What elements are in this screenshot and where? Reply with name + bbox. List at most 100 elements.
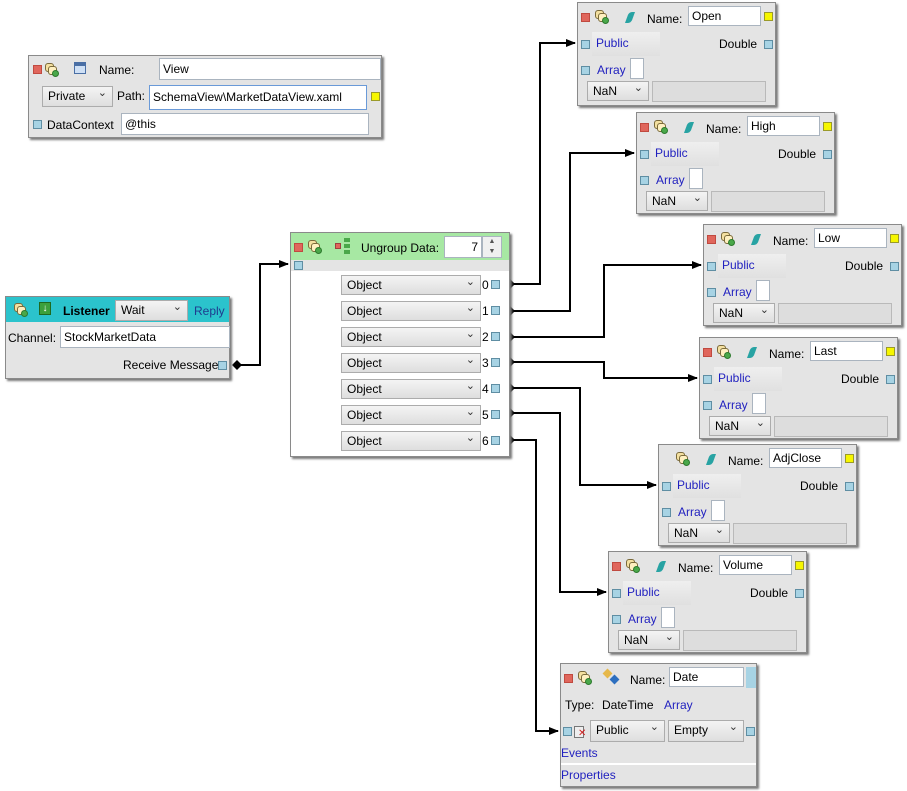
field-output-marker[interactable]: [886, 347, 895, 356]
default-value-box[interactable]: [733, 523, 847, 544]
array-port[interactable]: [662, 508, 671, 517]
ungroup-count-input[interactable]: 7: [444, 236, 482, 258]
field-output-marker[interactable]: [823, 122, 832, 131]
field-node-open[interactable]: Name: Open Public Double Array NaN: [577, 2, 776, 106]
field-node-adjclose[interactable]: Name: AdjClose Public Double Array NaN: [658, 444, 857, 546]
field-input-port[interactable]: [612, 589, 621, 598]
ungroup-node[interactable]: Ungroup Data: 7 ▲▼ Object 0 Object 1 Obj…: [290, 232, 510, 457]
array-link[interactable]: Array: [628, 612, 657, 626]
output-port-5[interactable]: [491, 410, 500, 419]
listener-mode-combo[interactable]: Wait: [115, 298, 188, 321]
default-value-combo[interactable]: NaN: [587, 79, 649, 101]
default-value-box[interactable]: [683, 630, 797, 651]
access-button[interactable]: Public: [651, 142, 719, 166]
output-type-combo-4[interactable]: Object: [341, 377, 481, 399]
field-type-port[interactable]: [764, 40, 773, 49]
default-value-box[interactable]: [652, 81, 766, 102]
default-value-box[interactable]: [778, 303, 892, 324]
count-spinner[interactable]: ▲▼: [482, 236, 502, 258]
field-name-input[interactable]: Open: [688, 6, 761, 26]
field-node-date[interactable]: Name: Date Type: DateTime Array ✕ Public…: [560, 663, 757, 787]
array-port[interactable]: [612, 615, 621, 624]
field-node-volume[interactable]: Name: Volume Public Double Array NaN: [608, 551, 807, 653]
field-output-marker[interactable]: [890, 234, 899, 243]
default-value-combo[interactable]: NaN: [713, 301, 775, 323]
datacontext-port[interactable]: [33, 120, 42, 129]
output-type-combo-1[interactable]: Object: [341, 299, 481, 321]
output-port-6[interactable]: [491, 436, 500, 445]
access-button[interactable]: Public: [592, 32, 660, 56]
field-type-port[interactable]: [886, 375, 895, 384]
field-type-port[interactable]: [795, 589, 804, 598]
array-link[interactable]: Array: [719, 398, 748, 412]
array-link[interactable]: Array: [656, 173, 685, 187]
default-value-combo[interactable]: NaN: [618, 628, 680, 650]
array-size-box[interactable]: [711, 500, 725, 521]
access-combo[interactable]: Public: [590, 718, 665, 742]
access-button[interactable]: Public: [718, 254, 786, 278]
close-icon[interactable]: [33, 65, 42, 74]
field-output-marker[interactable]: [764, 12, 773, 21]
datacontext-input[interactable]: @this: [121, 113, 369, 135]
field-output-port[interactable]: [746, 727, 755, 736]
field-output-marker[interactable]: [845, 454, 854, 463]
view-access-combo[interactable]: Private: [42, 84, 113, 107]
field-name-input[interactable]: Last: [810, 341, 883, 361]
close-icon[interactable]: [612, 562, 621, 571]
properties-link[interactable]: Properties: [561, 768, 616, 782]
field-name-input[interactable]: Volume: [719, 555, 792, 575]
output-port-4[interactable]: [491, 384, 500, 393]
field-name-input[interactable]: Low: [814, 228, 887, 248]
array-size-box[interactable]: [752, 393, 766, 414]
listener-reply-link[interactable]: Reply: [194, 304, 225, 318]
close-icon[interactable]: [581, 13, 590, 22]
field-input-port[interactable]: [662, 482, 671, 491]
array-link[interactable]: Array: [723, 285, 752, 299]
output-type-combo-6[interactable]: Object: [341, 429, 481, 451]
type-value[interactable]: DateTime: [602, 698, 654, 712]
field-node-high[interactable]: Name: High Public Double Array NaN: [636, 112, 835, 214]
array-size-box[interactable]: [756, 280, 770, 301]
array-link[interactable]: Array: [664, 698, 693, 712]
array-link[interactable]: Array: [678, 505, 707, 519]
field-input-port[interactable]: [707, 262, 716, 271]
default-value-combo[interactable]: NaN: [668, 521, 730, 543]
array-size-box[interactable]: [689, 168, 703, 189]
array-port[interactable]: [581, 66, 590, 75]
view-output-marker[interactable]: [371, 92, 380, 101]
ungroup-input-port[interactable]: [294, 261, 303, 270]
array-size-box[interactable]: [630, 58, 644, 79]
field-type-port[interactable]: [845, 482, 854, 491]
listener-node[interactable]: ↓ Listener Wait Reply Channel: StockMark…: [5, 296, 230, 379]
default-value-combo[interactable]: NaN: [646, 189, 708, 211]
array-port[interactable]: [640, 176, 649, 185]
view-path-input[interactable]: SchemaView\MarketDataView.xaml: [149, 85, 367, 110]
output-type-combo-0[interactable]: Object: [341, 273, 481, 295]
field-name-input[interactable]: AdjClose: [769, 448, 842, 468]
output-port-2[interactable]: [491, 332, 500, 341]
array-port[interactable]: [703, 401, 712, 410]
field-input-port[interactable]: [703, 375, 712, 384]
access-button[interactable]: Public: [623, 581, 691, 605]
output-type-combo-3[interactable]: Object: [341, 351, 481, 373]
events-link[interactable]: Events: [561, 746, 598, 760]
default-value-box[interactable]: [711, 191, 825, 212]
array-port[interactable]: [707, 288, 716, 297]
close-icon[interactable]: [564, 674, 573, 683]
field-node-last[interactable]: Name: Last Public Double Array NaN: [699, 337, 898, 439]
output-type-combo-2[interactable]: Object: [341, 325, 481, 347]
array-size-box[interactable]: [661, 607, 675, 628]
array-link[interactable]: Array: [597, 63, 626, 77]
field-input-port[interactable]: [581, 40, 590, 49]
default-value-combo[interactable]: NaN: [709, 414, 771, 436]
close-icon[interactable]: [707, 235, 716, 244]
field-type-port[interactable]: [890, 262, 899, 271]
output-type-combo-5[interactable]: Object: [341, 403, 481, 425]
field-input-port[interactable]: [563, 727, 572, 736]
close-icon[interactable]: [703, 348, 712, 357]
default-value-box[interactable]: [774, 416, 888, 437]
receive-message-port[interactable]: [218, 361, 227, 370]
output-port-0[interactable]: [491, 280, 500, 289]
access-button[interactable]: Public: [673, 474, 741, 498]
channel-input[interactable]: StockMarketData: [60, 326, 230, 348]
